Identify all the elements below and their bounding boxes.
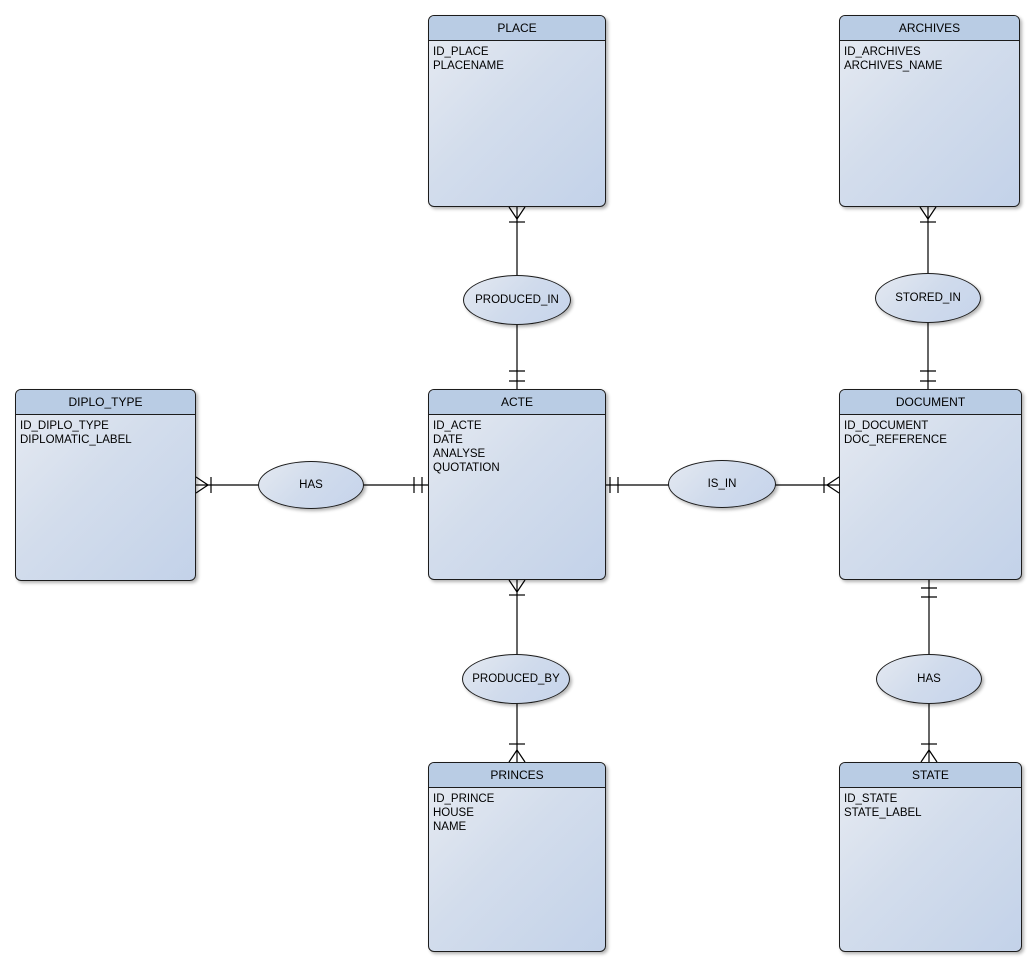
double-tick-icon bbox=[413, 477, 423, 493]
crow-foot-icon bbox=[920, 749, 938, 763]
attribute: ID_DIPLO_TYPE bbox=[20, 420, 109, 432]
attribute: STATE_LABEL bbox=[844, 807, 922, 819]
relationship-label: PRODUCED_IN bbox=[475, 294, 559, 306]
entity-attributes: ID_ARCHIVES ARCHIVES_NAME bbox=[840, 41, 1019, 77]
relationship-label: PRODUCED_BY bbox=[472, 673, 560, 685]
relationship-label: HAS bbox=[917, 673, 941, 685]
crow-foot-icon bbox=[508, 206, 526, 220]
attribute: HOUSE bbox=[433, 807, 474, 819]
attribute: ID_PLACE bbox=[433, 46, 489, 58]
attribute: DIPLOMATIC_LABEL bbox=[20, 434, 132, 446]
relationship-is-in[interactable]: IS_IN bbox=[668, 460, 776, 508]
entity-title: PRINCES bbox=[429, 763, 605, 788]
entity-title: DOCUMENT bbox=[840, 390, 1021, 415]
attribute: ID_ACTE bbox=[433, 420, 482, 432]
relationship-produced-in[interactable]: PRODUCED_IN bbox=[463, 275, 571, 325]
entity-title: PLACE bbox=[429, 16, 605, 41]
double-tick-icon bbox=[609, 477, 619, 493]
attribute: ANALYSE bbox=[433, 448, 486, 460]
entity-state[interactable]: STATE ID_STATE STATE_LABEL bbox=[839, 762, 1022, 952]
relationship-stored-in[interactable]: STORED_IN bbox=[875, 273, 981, 323]
attribute: ID_STATE bbox=[844, 793, 898, 805]
entity-place[interactable]: PLACE ID_PLACE PLACENAME bbox=[428, 15, 606, 207]
relationship-has-state[interactable]: HAS bbox=[876, 654, 982, 704]
crow-foot-icon bbox=[826, 476, 840, 494]
entity-title: ARCHIVES bbox=[840, 16, 1019, 41]
entity-title: STATE bbox=[840, 763, 1021, 788]
entity-attributes: ID_PLACE PLACENAME bbox=[429, 41, 605, 77]
entity-archives[interactable]: ARCHIVES ID_ARCHIVES ARCHIVES_NAME bbox=[839, 15, 1020, 207]
crow-foot-icon bbox=[508, 749, 526, 763]
entity-acte[interactable]: ACTE ID_ACTE DATE ANALYSE QUOTATION bbox=[428, 389, 606, 580]
attribute: ARCHIVES_NAME bbox=[844, 60, 943, 72]
relationship-label: STORED_IN bbox=[895, 292, 961, 304]
relationship-has-diplo-type[interactable]: HAS bbox=[258, 461, 364, 509]
attribute: PLACENAME bbox=[433, 60, 504, 72]
crow-foot-icon bbox=[508, 579, 526, 593]
crow-foot-icon bbox=[195, 476, 209, 494]
entity-diplo-type[interactable]: DIPLO_TYPE ID_DIPLO_TYPE DIPLOMATIC_LABE… bbox=[15, 389, 196, 581]
attribute: ID_DOCUMENT bbox=[844, 420, 929, 432]
relationship-label: HAS bbox=[299, 479, 323, 491]
attribute: DATE bbox=[433, 434, 463, 446]
entity-attributes: ID_DIPLO_TYPE DIPLOMATIC_LABEL bbox=[16, 415, 195, 451]
entity-attributes: ID_ACTE DATE ANALYSE QUOTATION bbox=[429, 415, 605, 479]
attribute: NAME bbox=[433, 821, 467, 833]
attribute: DOC_REFERENCE bbox=[844, 434, 947, 446]
entity-attributes: ID_PRINCE HOUSE NAME bbox=[429, 788, 605, 838]
relationship-label: IS_IN bbox=[707, 478, 737, 490]
attribute: ID_PRINCE bbox=[433, 793, 495, 805]
attribute: QUOTATION bbox=[433, 462, 500, 474]
entity-attributes: ID_STATE STATE_LABEL bbox=[840, 788, 1021, 824]
double-tick-icon bbox=[921, 587, 937, 598]
entity-title: ACTE bbox=[429, 390, 605, 415]
double-tick-icon bbox=[509, 370, 525, 382]
entity-title: DIPLO_TYPE bbox=[16, 390, 195, 415]
entity-princes[interactable]: PRINCES ID_PRINCE HOUSE NAME bbox=[428, 762, 606, 952]
relationship-produced-by[interactable]: PRODUCED_BY bbox=[462, 654, 570, 704]
double-tick-icon bbox=[920, 370, 936, 382]
crow-foot-icon bbox=[919, 206, 937, 220]
entity-document[interactable]: DOCUMENT ID_DOCUMENT DOC_REFERENCE bbox=[839, 389, 1022, 580]
attribute: ID_ARCHIVES bbox=[844, 46, 921, 58]
entity-attributes: ID_DOCUMENT DOC_REFERENCE bbox=[840, 415, 1021, 451]
